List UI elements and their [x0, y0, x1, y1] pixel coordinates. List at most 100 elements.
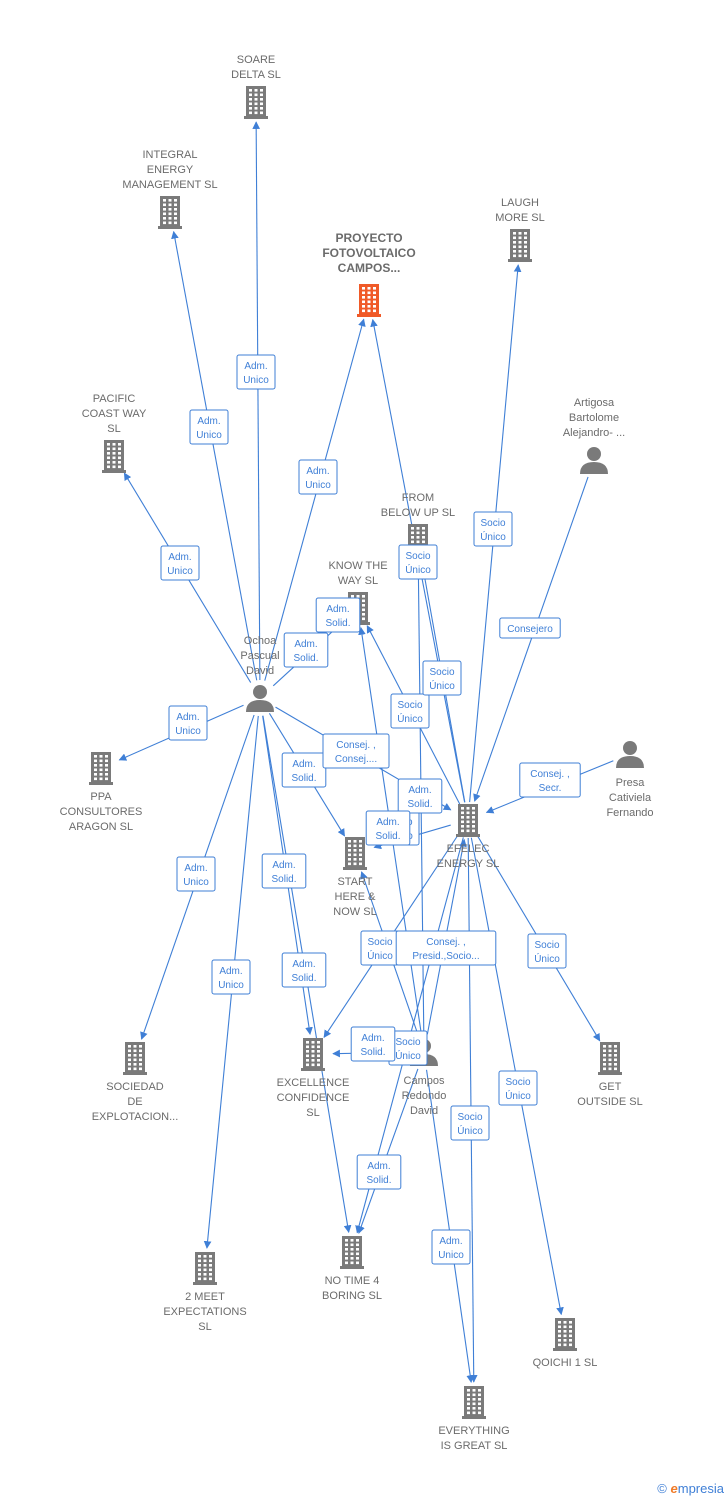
edge-label-box [281, 752, 327, 788]
edge-label-text: Consej.... [335, 754, 377, 765]
edge-label-campos-to-everything[interactable]: Adm.Unico [431, 1229, 471, 1265]
edge-label-text: Único [395, 1049, 421, 1062]
edge-label-ochoa-to-starthere[interactable]: Adm.Solid. [281, 752, 327, 788]
edge-label-text: Solid. [291, 973, 316, 984]
edge-label-ochoa-to-ppa[interactable]: Adm.Unico [168, 705, 208, 741]
edge-label-artigosa-to-efelec[interactable]: Consejero [499, 617, 561, 639]
building-icon [456, 804, 480, 837]
node-proyecto[interactable]: PROYECTOFOTOVOLTAICOCAMPOS... [322, 231, 416, 317]
edge-label-box [261, 853, 307, 889]
edge-label-text: Socio [457, 1112, 482, 1123]
edge-label-presa-to-efelec[interactable]: Consej. ,Secr. [519, 762, 581, 798]
edge-label-box [397, 778, 443, 814]
edge-label-ochoa-to-sociedad[interactable]: Adm.Unico [176, 856, 216, 892]
edge-label-box [281, 952, 327, 988]
edge-label-ochoa-to-excellence[interactable]: Adm. Solid. [261, 853, 307, 889]
node-label-text: Artigosa [574, 397, 615, 409]
edge-label-ochoa-to-knowtheway[interactable]: Adm.Solid. [283, 632, 329, 668]
edge-label-text: Unico [183, 877, 209, 888]
node-label-text: START [337, 876, 372, 888]
edge-label-box [322, 733, 390, 769]
node-label-text: David [410, 1105, 438, 1117]
edge-label-campos-to-notime[interactable]: Adm.Solid. [356, 1154, 402, 1190]
node-label-text: SOCIEDAD [106, 1081, 164, 1093]
node-label-text: PACIFIC [93, 393, 136, 405]
edge-label-campos-to-knowtheway[interactable]: Adm.Solid. [315, 597, 361, 633]
edge-label-ochoa-to-notime[interactable]: Adm.Solid. [281, 952, 327, 988]
edge-label-ochoa-to-soare[interactable]: Adm.Unico [236, 354, 276, 390]
person-icon [580, 447, 608, 474]
edge-label-ochoa-to-twomeet[interactable]: Adm.Unico [211, 959, 251, 995]
edge-label-text: Solid. [293, 653, 318, 664]
node-label-text: INTEGRAL [142, 149, 197, 161]
edge-label-ochoa-to-proyecto[interactable]: Adm.Unico [298, 459, 338, 495]
edge-label-campos-to-excellence[interactable]: Adm.Solid. [350, 1026, 396, 1062]
edge-label-ochoa-to-integral[interactable]: Adm.Unico [189, 409, 229, 445]
edge-label-text: Solid. [325, 618, 350, 629]
edge-label-text: Único [534, 952, 560, 965]
node-artigosa[interactable]: ArtigosaBartolomeAlejandro- ... [563, 397, 625, 474]
edge-label-campos-to-efelec[interactable]: Consej. ,Presid.,Socio... [395, 930, 497, 966]
node-label-text: Bartolome [569, 412, 619, 424]
building-icon [193, 1252, 217, 1285]
edge-label-text: Adm. [272, 860, 295, 871]
brand-logo-text: mpresia [677, 1481, 724, 1496]
person-icon [616, 741, 644, 768]
edge-label-box [431, 1229, 471, 1265]
node-qoichi[interactable]: QOICHI 1 SL [533, 1318, 598, 1369]
edge-label-box [390, 693, 430, 729]
node-label-text: Fernando [606, 807, 653, 819]
edge-label-box [236, 354, 276, 390]
edge-label-campos-to-starthere[interactable]: Adm.Solid. [365, 810, 411, 846]
edge-label-text: Unico [305, 480, 331, 491]
node-label-text: ENERGY SL [437, 858, 500, 870]
edge-label-box [398, 544, 438, 580]
edge-label-text: Solid. [291, 773, 316, 784]
building-icon [553, 1318, 577, 1351]
node-label-text: DE [127, 1096, 142, 1108]
node-label-text: EVERYTHING [438, 1425, 509, 1437]
node-sociedad[interactable]: SOCIEDAD DE EXPLOTACION... [92, 1042, 179, 1123]
node-label-text: 2 MEET [185, 1291, 225, 1303]
node-label-text: GET [599, 1081, 622, 1093]
node-label-text: FROM [402, 492, 434, 504]
edge-label-text: Unico [438, 1250, 464, 1261]
edge-label-campos-to-frombelow[interactable]: Adm.Solid. [397, 778, 443, 814]
edge-label-ochoa-to-efelec[interactable]: Consej. ,Consej.... [322, 733, 390, 769]
node-label-text: WAY SL [338, 575, 378, 587]
edge-label-text: Adm. [219, 966, 242, 977]
node-label-text: SL [306, 1107, 319, 1119]
edge-label-text: Adm. [244, 361, 267, 372]
edge-label-ochoa-to-pacific[interactable]: Adm.Unico [160, 545, 200, 581]
node-label-text: EXPLOTACION... [92, 1111, 179, 1123]
node-label-text: COAST WAY [82, 408, 147, 420]
edge-label-text: Único [405, 563, 431, 576]
edge-label-text: Socio [395, 1037, 420, 1048]
edge-label-text: Solid. [271, 874, 296, 885]
node-label-text: LAUGH [501, 197, 539, 209]
